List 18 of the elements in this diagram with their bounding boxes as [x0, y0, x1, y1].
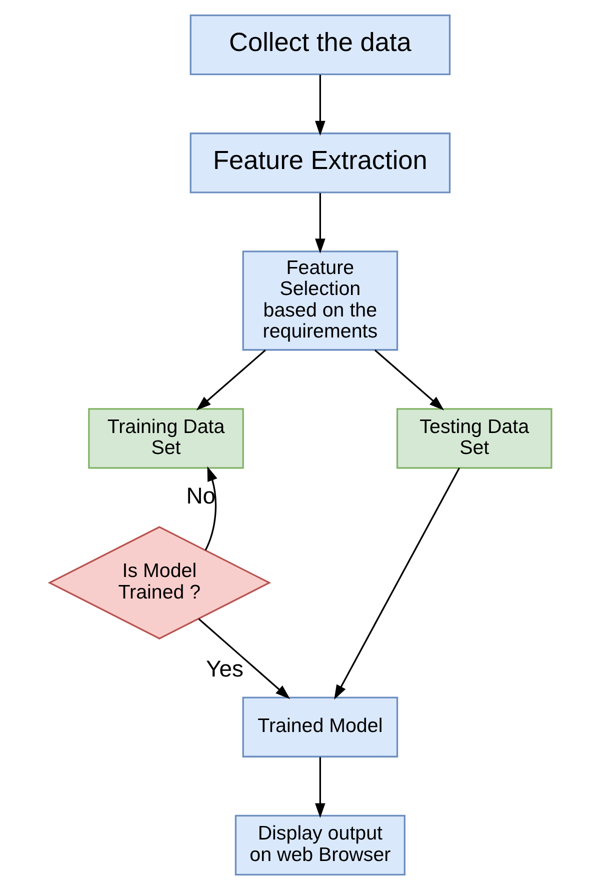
node-box: Feature Extraction	[190, 132, 451, 194]
node-box: Feature Selection based on the requirements	[242, 250, 398, 351]
node-box: Display output on web Browser	[234, 814, 406, 876]
node-box: Trained Model	[242, 696, 398, 758]
edge-label: Yes	[206, 656, 244, 682]
arrow	[204, 466, 218, 551]
arrow	[315, 74, 326, 136]
arrow	[334, 468, 460, 700]
node-box: Testing Data Set	[396, 408, 552, 469]
node-box: Collect the data	[190, 14, 451, 76]
node-box: Training Data Set	[88, 408, 244, 469]
arrow	[198, 618, 290, 700]
edge-label: No	[186, 482, 216, 509]
arrow	[315, 757, 326, 818]
arrow	[315, 193, 326, 254]
node-diamond: Is Model Trained ?	[48, 526, 272, 640]
arrow	[374, 349, 444, 410]
arrow	[196, 349, 266, 410]
